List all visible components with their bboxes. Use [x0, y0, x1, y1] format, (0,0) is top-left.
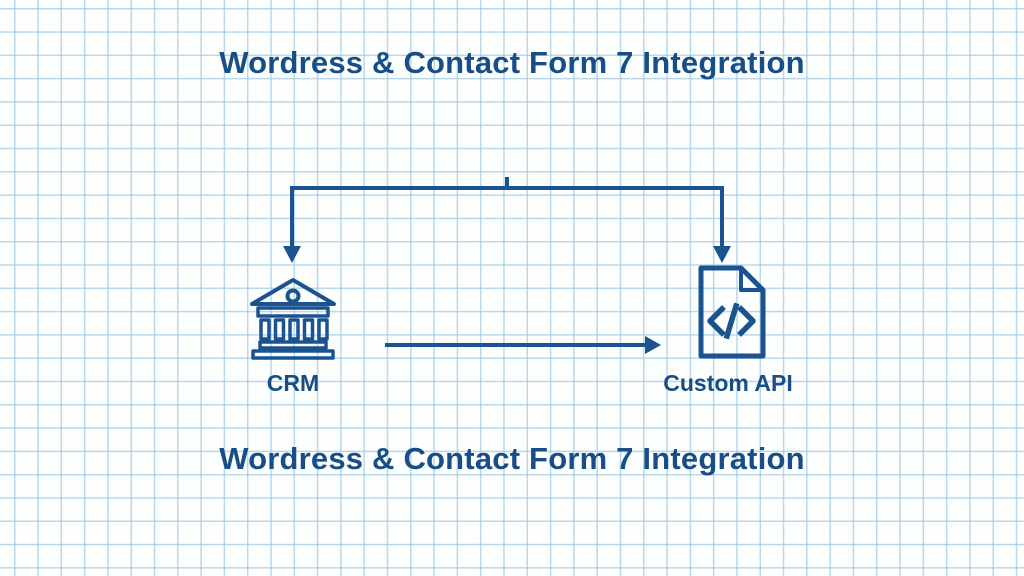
crm-node-label: CRM	[266, 370, 320, 396]
bank-pediment	[250, 278, 336, 306]
diagram-title-bottom: Wordress & Contact Form 7 Integration	[219, 441, 805, 476]
bank-icon	[249, 277, 337, 361]
bank-pediment-circle	[285, 288, 301, 304]
custom-api-node-label: Custom API	[663, 370, 793, 396]
file-folded-corner	[739, 268, 763, 292]
bank-step	[258, 340, 328, 350]
arrow-down-to-crm-icon	[283, 246, 301, 263]
bank-columns	[259, 318, 329, 341]
arrow-right-head-icon	[645, 336, 661, 354]
arrow-down-to-api-icon	[713, 246, 731, 263]
code-glyph	[707, 302, 756, 340]
file-outline	[698, 265, 766, 359]
diagram-title-top: Wordress & Contact Form 7 Integration	[219, 45, 805, 80]
bank-base	[251, 349, 335, 360]
arrowheads	[283, 246, 731, 354]
bank-entablature	[256, 306, 330, 318]
code-file-icon	[697, 265, 767, 360]
top-bracket-connector	[290, 177, 724, 249]
